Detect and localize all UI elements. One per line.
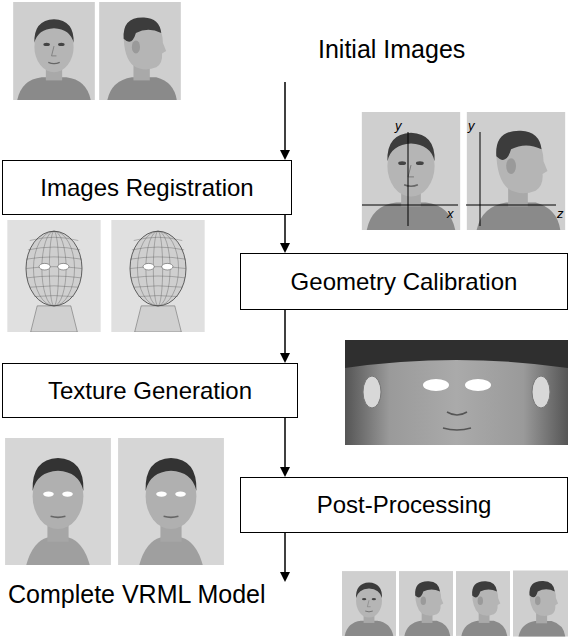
process-box: Post-Processing [240,477,568,533]
wireframe-head [7,220,100,332]
box-label: Images Registration [40,174,253,202]
model-view [513,571,568,637]
axis-label: y [468,119,475,133]
photo-side [99,2,181,100]
arrowhead [280,467,290,477]
box-label: Geometry Calibration [291,268,518,296]
wireframe-head [111,220,204,332]
arrowhead [280,243,290,253]
arrowhead [280,353,290,363]
flow-arrow [280,310,290,363]
model-view [399,571,453,636]
box-label: Texture Generation [48,377,252,405]
photo-front [13,2,95,100]
axis-label: y [395,119,402,133]
connector-line [284,215,286,243]
stage-label: Complete VRML Model [8,581,266,609]
stage-label: Initial Images [318,36,465,64]
photo-front-registered [362,112,460,230]
connector-line [284,310,286,353]
flow-arrow [280,215,290,253]
photo-side-registered [467,112,565,230]
axis-label: x [447,207,454,221]
rendered-head [5,438,111,565]
model-view [456,571,510,636]
process-box: Texture Generation [2,363,298,418]
box-label: Post-Processing [317,491,492,519]
model-view [342,571,396,636]
rendered-head [118,438,224,565]
texture-map [345,340,568,445]
connector-line [284,418,286,467]
axis-label: z [557,207,564,221]
flow-arrow [280,418,290,477]
process-box: Geometry Calibration [240,253,568,310]
axes [362,132,556,226]
process-box: Images Registration [2,160,292,215]
